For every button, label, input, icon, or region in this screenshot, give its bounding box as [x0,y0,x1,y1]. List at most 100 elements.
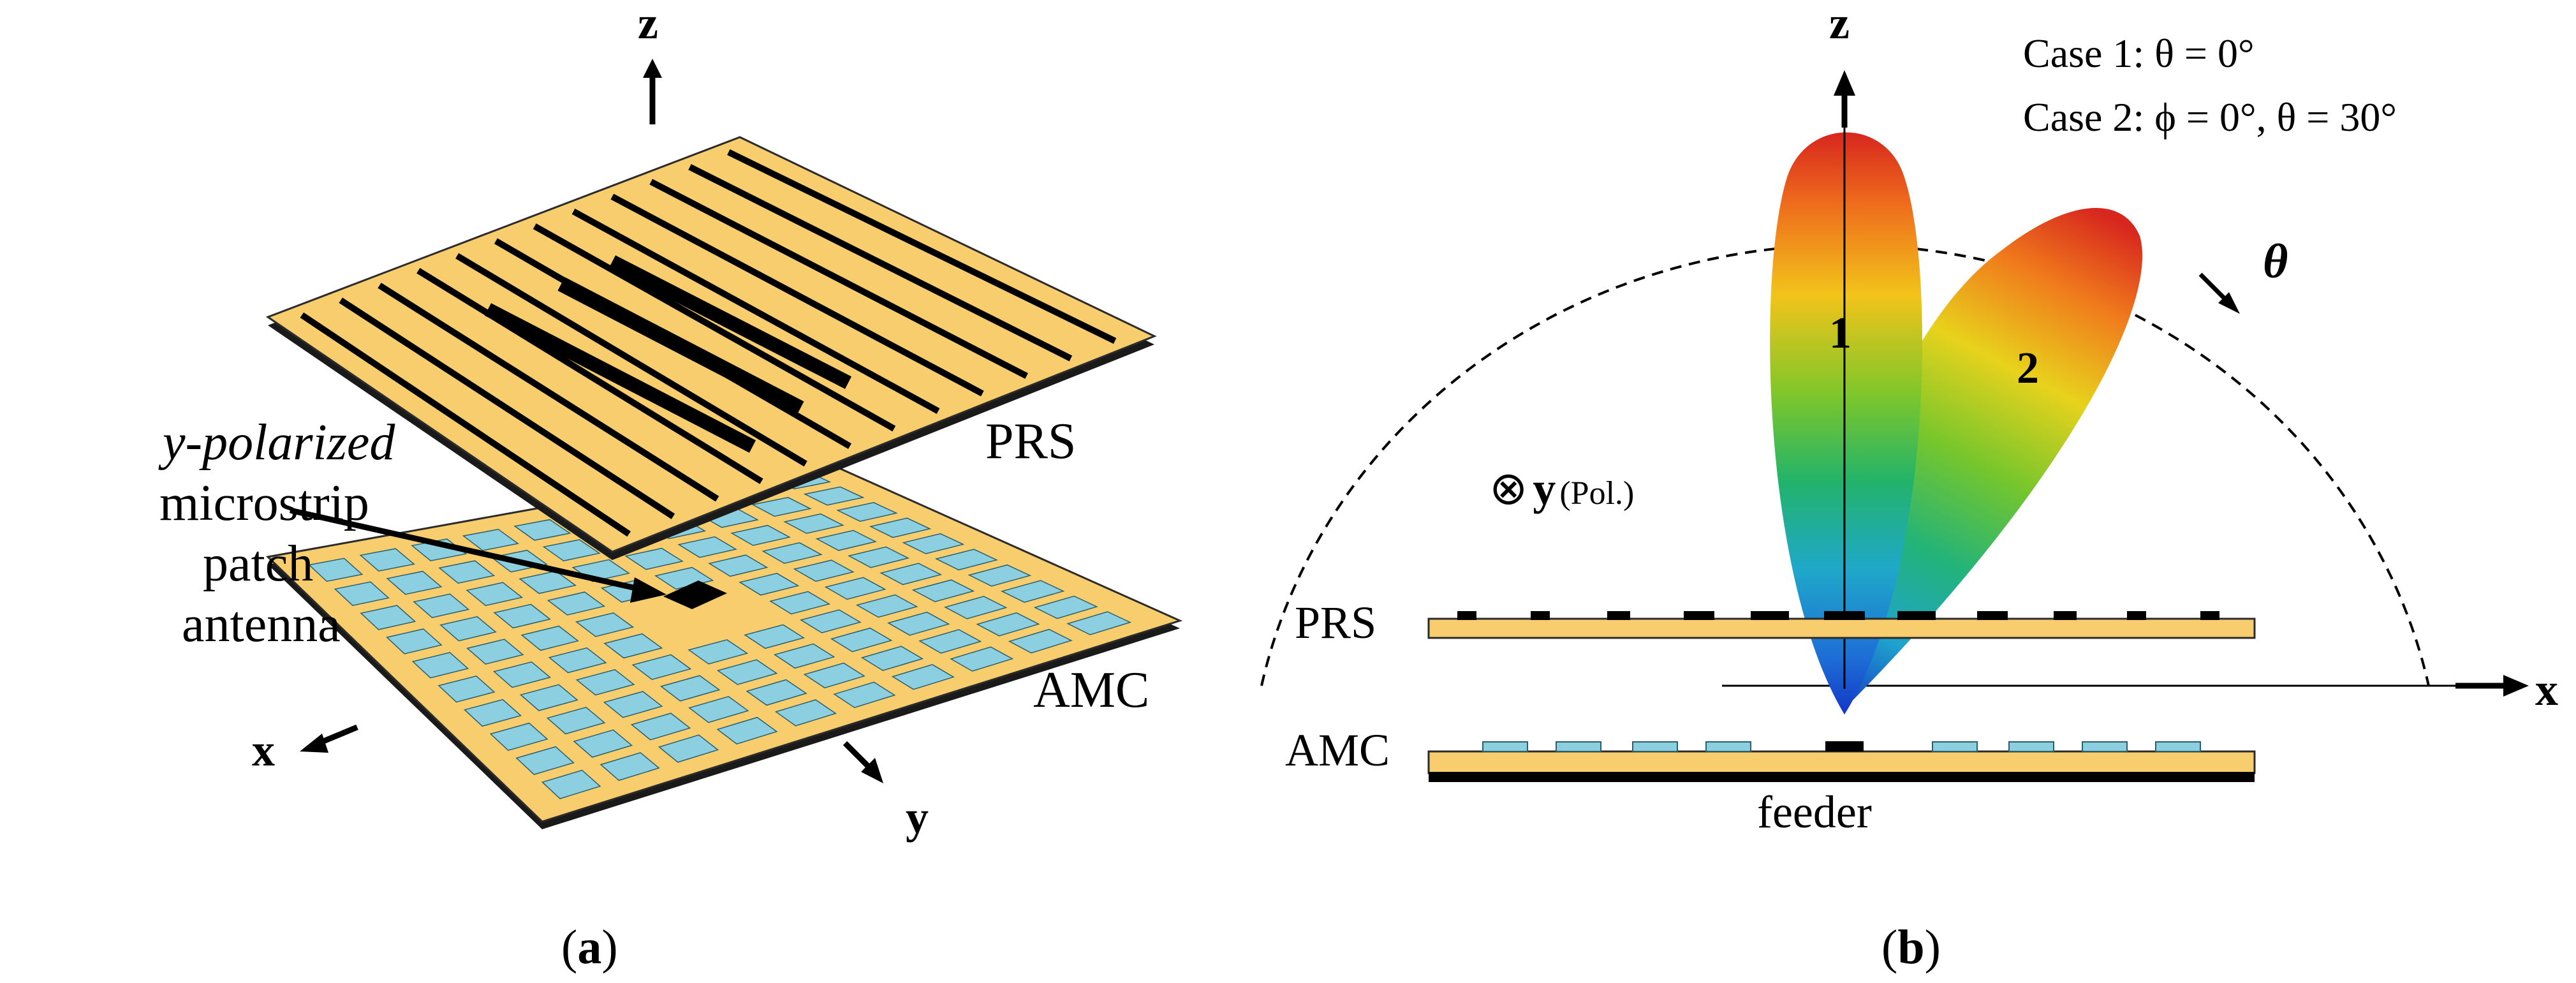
amc-unit-cell [891,663,955,690]
amc-unit-cell [386,570,443,595]
amc-unit-cell [869,517,932,538]
prs-strip-section [1977,611,2008,620]
amc-patch-section [1632,741,1678,752]
amc-unit-cell [513,519,571,541]
amc-unit-cell [943,596,1008,619]
amc-unit-cell [911,579,975,603]
prs-strip-section [1457,611,1476,620]
amc-unit-cell [815,529,877,551]
amc-unit-cell [308,558,364,582]
prs-wide-segment [557,277,804,415]
prs-strip-section [1684,611,1714,620]
amc-unit-cell [860,646,924,671]
amc-unit-cell [659,675,721,702]
amc-label: AMC [1033,662,1149,718]
amc-patch-section [2008,741,2054,752]
prs-strip [649,179,1028,379]
amc-unit-cell [716,659,778,685]
panel-a: z PRS AMC y-polarized microstrip patch a… [158,0,1183,974]
radiation-lobe-1 [1770,132,1922,714]
amc-unit-cell [902,533,965,554]
amc-unit-cell [603,691,663,718]
z-axis-arrowhead [1834,70,1855,96]
x-axis-arrowhead [300,734,328,753]
amc-unit-cell [462,529,519,551]
amc-unit-cell [548,647,607,674]
z-axis-label: z [1829,0,1850,48]
caption-b: (b) [1881,920,1941,974]
amc-unit-cell [630,713,691,741]
amc-unit-cell [520,625,579,651]
amc-unit-cell [783,513,844,534]
amc-unit-cell [730,524,791,546]
x-axis-label: x [252,725,275,776]
amc-patch-section [1482,741,1528,752]
prs-strip-section [1751,611,1789,620]
prs-board [265,136,1157,560]
y-axis-label: y [906,792,929,843]
amc-unit-cell [887,611,950,636]
amc-unit-cell [688,639,749,665]
prs-strip-section [2054,611,2077,620]
amc-unit-cell [439,616,497,642]
amc-patch-section [2082,741,2128,752]
prs-strip-section [1531,611,1550,620]
prs-cross-section [1427,611,2256,639]
amc-unit-cell [976,612,1040,637]
amc-unit-cell [773,643,835,669]
amc-unit-cell [624,547,684,570]
radiation-lobe-2 [1835,207,2143,708]
amc-unit-cell [968,564,1032,587]
amc-unit-cell [847,546,910,568]
y-axis-arrowhead [861,758,883,783]
prs-strip-section [2200,611,2219,620]
prs-strip [378,283,719,502]
theta-label: θ [2263,235,2288,288]
amc-unit-cell [688,696,749,723]
amc-patch-section [2155,741,2201,752]
prs-strip [416,267,763,484]
case-1-text: Case 1: θ = 0° [2023,31,2255,76]
prs-strip [610,193,984,397]
prs-label: PRS [1295,597,1376,648]
amc-unit-cell [769,591,831,615]
amc-unit-cell [677,536,737,558]
amc-unit-cell [386,628,443,654]
lobe-1-label: 1 [1829,309,1851,358]
amc-unit-cell [1033,595,1098,619]
y-axis-arrow [843,741,873,771]
lobe-2-label: 2 [2017,344,2039,393]
prs-wide-segment [608,255,852,389]
amc-unit-cell [334,581,390,607]
amc-unit-cell [918,629,982,654]
prs-strip [339,297,675,519]
amc-unit-cell [466,639,524,665]
amc-unit-cell [542,539,601,562]
amc-unit-cell [600,752,660,781]
amc-unit-cell [739,573,800,596]
amc-unit-cell [744,624,805,649]
amc-unit-cell [934,549,998,571]
amc-unit-cell [360,605,416,630]
amc-unit-cell [1001,580,1065,603]
prs-strip [727,149,1117,344]
theta-arrowhead [2218,292,2240,314]
prs-strip-section [2127,611,2146,620]
amc-unit-cell [413,593,470,619]
amc-unit-cell [793,559,855,582]
amc-unit-cell [836,502,898,522]
amc-unit-cell [751,497,812,517]
prs-strip [533,223,896,432]
antenna-pointer-arrowhead [630,577,666,603]
amc-unit-cell [493,661,552,688]
z-axis-label: z [638,0,658,48]
case-2-text: Case 2: ϕ = 0°, θ = 30° [2023,94,2397,140]
feeder-label: feeder [1757,787,1872,838]
amc-unit-cell [1066,611,1132,635]
amc-unit-cell [880,563,943,586]
prs-wide-segment [484,303,756,453]
antenna-label-line-1: y-polarized [158,415,395,471]
antenna-label-line-4: antenna [182,596,341,653]
x-axis-label: x [2535,664,2558,715]
x-axis-arrowhead [2503,675,2529,697]
